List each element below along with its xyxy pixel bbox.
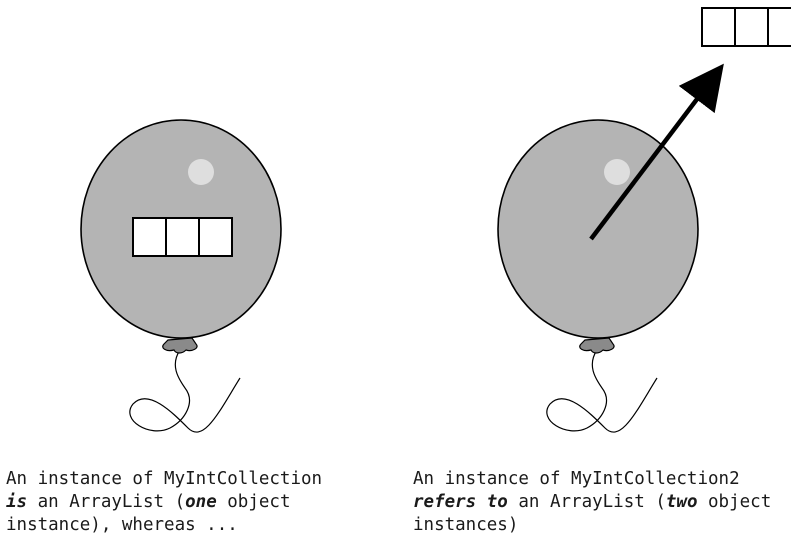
caption-left-line3: instance), whereas ... bbox=[6, 515, 238, 535]
caption-right-count-emphasis: two bbox=[666, 492, 698, 512]
left-balloon bbox=[81, 120, 281, 432]
detached-array-cell bbox=[768, 8, 791, 46]
detached-array-cell bbox=[735, 8, 768, 46]
caption-left-line2: an ArrayList ( bbox=[27, 492, 185, 512]
caption-left-line1: An instance of MyIntCollection bbox=[6, 469, 322, 489]
right-balloon-string bbox=[547, 350, 657, 432]
detached-array bbox=[702, 8, 791, 46]
caption-right: An instance of MyIntCollection2 refers t… bbox=[413, 468, 771, 537]
left-array-cell bbox=[199, 218, 232, 256]
right-balloon bbox=[498, 120, 698, 432]
caption-left-count-emphasis: one bbox=[185, 492, 217, 512]
caption-right-line3: instances) bbox=[413, 515, 518, 535]
left-array-cell bbox=[166, 218, 199, 256]
left-balloon-knot bbox=[163, 338, 197, 353]
caption-right-line2-tail: object bbox=[697, 492, 771, 512]
caption-right-line2: an ArrayList ( bbox=[508, 492, 666, 512]
caption-left-emphasis: is bbox=[6, 492, 27, 512]
left-array-cell bbox=[133, 218, 166, 256]
caption-right-emphasis: refers to bbox=[413, 492, 508, 512]
left-balloon-highlight bbox=[188, 159, 214, 185]
detached-array-cell bbox=[702, 8, 735, 46]
caption-left-line2-tail: object bbox=[217, 492, 291, 512]
left-balloon-string bbox=[130, 350, 240, 432]
left-array bbox=[133, 218, 232, 256]
caption-left: An instance of MyIntCollection is an Arr… bbox=[6, 468, 322, 537]
right-balloon-knot bbox=[580, 338, 614, 353]
right-balloon-highlight bbox=[604, 159, 630, 185]
caption-right-line1: An instance of MyIntCollection2 bbox=[413, 469, 740, 489]
